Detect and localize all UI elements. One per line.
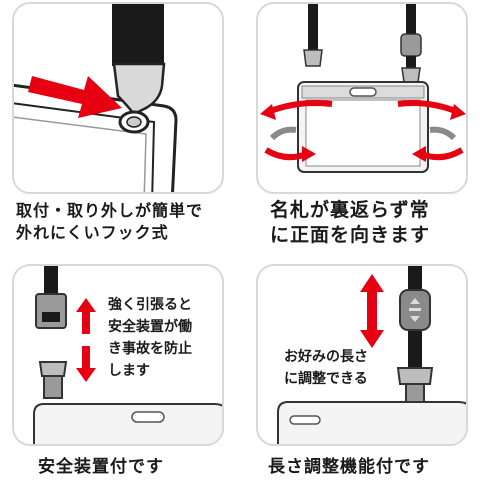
rotation-illustration: [260, 4, 466, 173]
caption-rotation: 名札が裏返らず常 に正面を向きます: [270, 198, 430, 248]
caption-hook-line2: 外れにくいフック式: [16, 223, 169, 242]
pull-down-arrow-icon: [76, 346, 96, 382]
panel-safety: 強く引張ると 安全装置が働 き事故を防止 します: [12, 264, 224, 446]
caption-adjust: 長さ調整機能付です: [268, 457, 430, 477]
panel-adjust: お好みの長さ に調整できる: [256, 264, 468, 446]
gray-arrow-icon: [269, 126, 297, 141]
adjust-text-line1: お好みの長さ: [284, 349, 368, 365]
caption-safety: 安全装置付です: [38, 457, 164, 477]
adjust-text: お好みの長さ に調整できる: [284, 346, 368, 390]
safety-illustration: [33, 266, 222, 444]
safety-text-line1: 強く引張ると: [108, 297, 192, 313]
red-arrow-icon: [28, 76, 122, 118]
pull-up-arrow-icon: [76, 298, 96, 334]
hook-clip: [112, 62, 166, 116]
safety-text-line2: 安全装置が働: [108, 319, 192, 335]
panel-rotation: [256, 2, 468, 194]
panel-hook: [12, 2, 224, 194]
adjust-text-line2: に調整できる: [284, 371, 368, 387]
hook-illustration: [14, 4, 178, 192]
strap: [112, 4, 164, 66]
adjust-arrow-icon: [360, 274, 384, 348]
rotation-arrow-icon: [266, 100, 333, 115]
caption-rotation-line2: に正面を向きます: [270, 224, 431, 246]
adjust-illustration: [277, 266, 466, 444]
caption-rotation-line1: 名札が裏返らず常: [270, 199, 430, 221]
safety-text: 強く引張ると 安全装置が働 き事故を防止 します: [108, 294, 192, 382]
caption-hook: 取付・取り外しが簡単で 外れにくいフック式: [16, 200, 203, 244]
caption-hook-line1: 取付・取り外しが簡単で: [16, 201, 204, 220]
safety-text-line4: します: [108, 363, 150, 379]
safety-text-line3: き事故を防止: [108, 341, 192, 357]
